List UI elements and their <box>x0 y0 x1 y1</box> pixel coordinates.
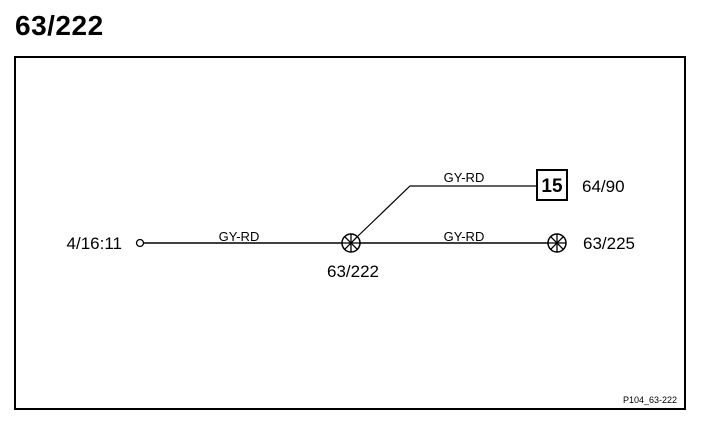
wire-upper-label: GY-RD <box>444 170 485 185</box>
connector-right-label: 63/225 <box>583 234 635 253</box>
component-box-number: 15 <box>541 176 563 197</box>
splice-label: 63/222 <box>327 262 379 281</box>
splice-right-icon <box>547 233 567 253</box>
wire-right-label: GY-RD <box>444 229 485 244</box>
wire-upper <box>357 185 537 237</box>
connector-left-label: 4/16:11 <box>67 234 122 253</box>
figure-reference: P104_63-222 <box>623 395 677 405</box>
wire-left-label: GY-RD <box>219 229 260 244</box>
connector-upper-label: 64/90 <box>582 177 625 196</box>
splice-icon <box>341 233 361 253</box>
component-box <box>536 169 568 201</box>
terminal-left-icon <box>135 238 145 248</box>
page-title: 63/222 <box>15 10 104 41</box>
diagram-frame <box>14 56 686 410</box>
